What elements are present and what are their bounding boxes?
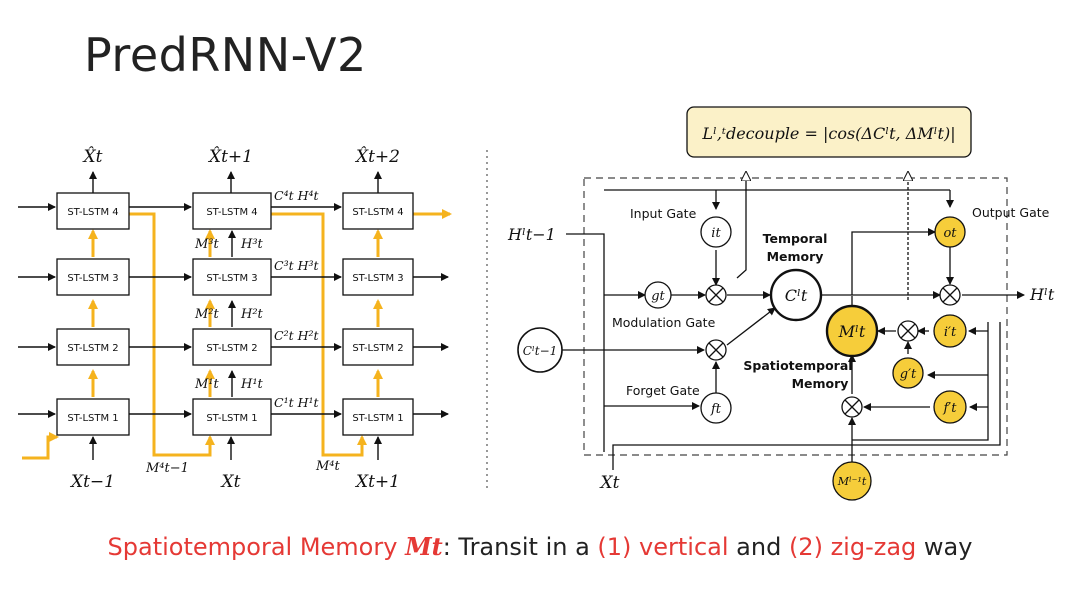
spatiotemporal-memory-label-1: Spatiotemporal: [743, 358, 852, 373]
st-lstm-box: [342, 328, 414, 366]
m2-label: M²t: [194, 307, 220, 322]
caption-variable: Mt: [405, 532, 443, 561]
node-label-m: Mˡt: [838, 322, 866, 341]
ch1-label: C¹t H¹t: [274, 395, 319, 410]
caption-mid: : Transit in a: [442, 533, 598, 561]
spatiotemporal-memory-label-2: Memory: [792, 376, 849, 391]
memory-label-cur: M⁴t: [315, 459, 341, 474]
h2-label: H²t: [240, 307, 264, 322]
temporal-memory-label-1: Temporal: [763, 231, 828, 246]
right-labels: Lˡ,ᵗdecouple = |cos(ΔCˡt, ΔMˡt)| Input G…: [507, 124, 1055, 493]
spatiotemporal-memory-node: [825, 304, 879, 358]
forget-gate-label: Forget Gate: [626, 383, 700, 398]
column-t-minus-1: ST-LSTM 4 ST-LSTM 3 ST-LSTM 2 ST-LSTM 1: [56, 192, 130, 436]
input-label: Xt−1: [69, 472, 115, 492]
ch4-label: C⁴t H⁴t: [274, 188, 319, 203]
node-label-m-prev: Mˡ⁻¹t: [837, 475, 867, 488]
output-gate-label: Output Gate: [972, 205, 1050, 220]
st-lstm-label: ST-LSTM 1: [352, 413, 403, 424]
st-lstm-box: [56, 258, 130, 296]
st-lstm-box: [342, 192, 414, 230]
forget-gate-node: [700, 392, 732, 424]
caption-suffix: way: [916, 533, 973, 561]
node-label-ip: i′t: [944, 325, 957, 340]
st-lstm-box: [342, 258, 414, 296]
node-label-c: Cˡt: [785, 286, 808, 305]
st-lstm-label: ST-LSTM 3: [206, 273, 257, 284]
memory-label-prev: M⁴t−1: [145, 461, 189, 476]
c-prev-label: Cˡt−1: [523, 344, 558, 358]
ch2-label: C²t H²t: [274, 328, 319, 343]
st-lstm-box: [192, 258, 272, 296]
h1-label: H¹t: [240, 377, 264, 392]
st-lstm-label: ST-LSTM 3: [67, 273, 118, 284]
zigzag-memory-path-1: [22, 432, 59, 460]
column-t: ST-LSTM 4 ST-LSTM 3 ST-LSTM 2 ST-LSTM 1: [192, 192, 272, 436]
temporal-memory-label-2: Memory: [767, 249, 824, 264]
st-lstm-box: [192, 328, 272, 366]
forget-gate-prime-node: [933, 390, 967, 424]
output-label: X̂t+1: [207, 147, 253, 167]
modulation-gate-node: [644, 281, 672, 309]
node-label-o: ot: [943, 226, 957, 241]
decouple-loss-formula: Lˡ,ᵗdecouple = |cos(ΔCˡt, ΔMˡt)|: [701, 124, 955, 143]
h-prev-label: Hˡt−1: [507, 225, 556, 244]
multiply-nodes: [705, 284, 961, 418]
output-label: X̂t+2: [354, 147, 400, 167]
st-lstm-label: ST-LSTM 1: [67, 413, 118, 424]
st-lstm-label: ST-LSTM 2: [206, 343, 257, 354]
temporal-memory-node: [769, 268, 823, 322]
caption-zigzag: (2) zig-zag: [788, 533, 917, 561]
lower-memory-node: [832, 461, 872, 501]
zigzag-memory-path-2: [129, 212, 215, 457]
zigzag-memory-path-3: [271, 212, 367, 457]
cell-boundary: [583, 177, 1008, 456]
caption-vertical: (1) vertical: [597, 533, 729, 561]
m3-label: M³t: [194, 237, 220, 252]
node-label-gp: g′t: [900, 367, 917, 382]
st-lstm-box: [56, 192, 130, 230]
output-gate-node: [934, 216, 966, 248]
input-gate-prime-node: [933, 314, 967, 348]
st-lstm-label: ST-LSTM 2: [67, 343, 118, 354]
slide-title: PredRNN-V2: [84, 28, 367, 82]
ch3-label: C³t H³t: [274, 258, 319, 273]
input-label: Xt+1: [354, 472, 400, 492]
decouple-loss-box: [686, 106, 972, 158]
st-lstm-label: ST-LSTM 2: [352, 343, 403, 354]
input-gate-label: Input Gate: [630, 206, 697, 221]
modulation-gate-prime-node: [892, 357, 924, 389]
st-lstm-label: ST-LSTM 3: [352, 273, 403, 284]
left-unrolled-network: [18, 171, 452, 460]
right-st-lstm-cell: [517, 106, 1025, 501]
m1-label: M¹t: [194, 377, 220, 392]
h3-label: H³t: [240, 237, 264, 252]
st-lstm-label: ST-LSTM 4: [352, 207, 403, 218]
output-label: X̂t: [82, 147, 103, 167]
st-lstm-label: ST-LSTM 1: [206, 413, 257, 424]
caption-prefix: Spatiotemporal Memory: [107, 533, 406, 561]
st-lstm-box: [192, 192, 272, 230]
node-label-f: ft: [710, 402, 722, 417]
st-lstm-box: [342, 398, 414, 436]
node-label-fp: f′t: [943, 401, 958, 416]
st-lstm-box: [192, 398, 272, 436]
column-t-plus-1: ST-LSTM 4 ST-LSTM 3 ST-LSTM 2 ST-LSTM 1: [342, 192, 414, 436]
h-output-label: Hˡt: [1029, 285, 1055, 304]
node-label-g: gt: [651, 289, 665, 304]
st-lstm-box: [56, 398, 130, 436]
caption-and: and: [728, 533, 789, 561]
modulation-gate-label: Modulation Gate: [612, 315, 716, 330]
x-input-label: Xt: [599, 473, 620, 493]
input-label: Xt: [220, 472, 241, 492]
input-gate-node: [700, 216, 732, 248]
st-lstm-label: ST-LSTM 4: [206, 207, 257, 218]
caption: Spatiotemporal Memory Mt: Transit in a (…: [0, 532, 1080, 561]
st-lstm-label: ST-LSTM 4: [67, 207, 118, 218]
node-label-i: it: [711, 226, 721, 241]
left-math-labels: X̂t X̂t+1 X̂t+2 Xt−1 Xt Xt+1 M⁴t−1 M⁴t M…: [69, 147, 400, 492]
prev-cell-node: [517, 327, 563, 373]
st-lstm-box: [56, 328, 130, 366]
